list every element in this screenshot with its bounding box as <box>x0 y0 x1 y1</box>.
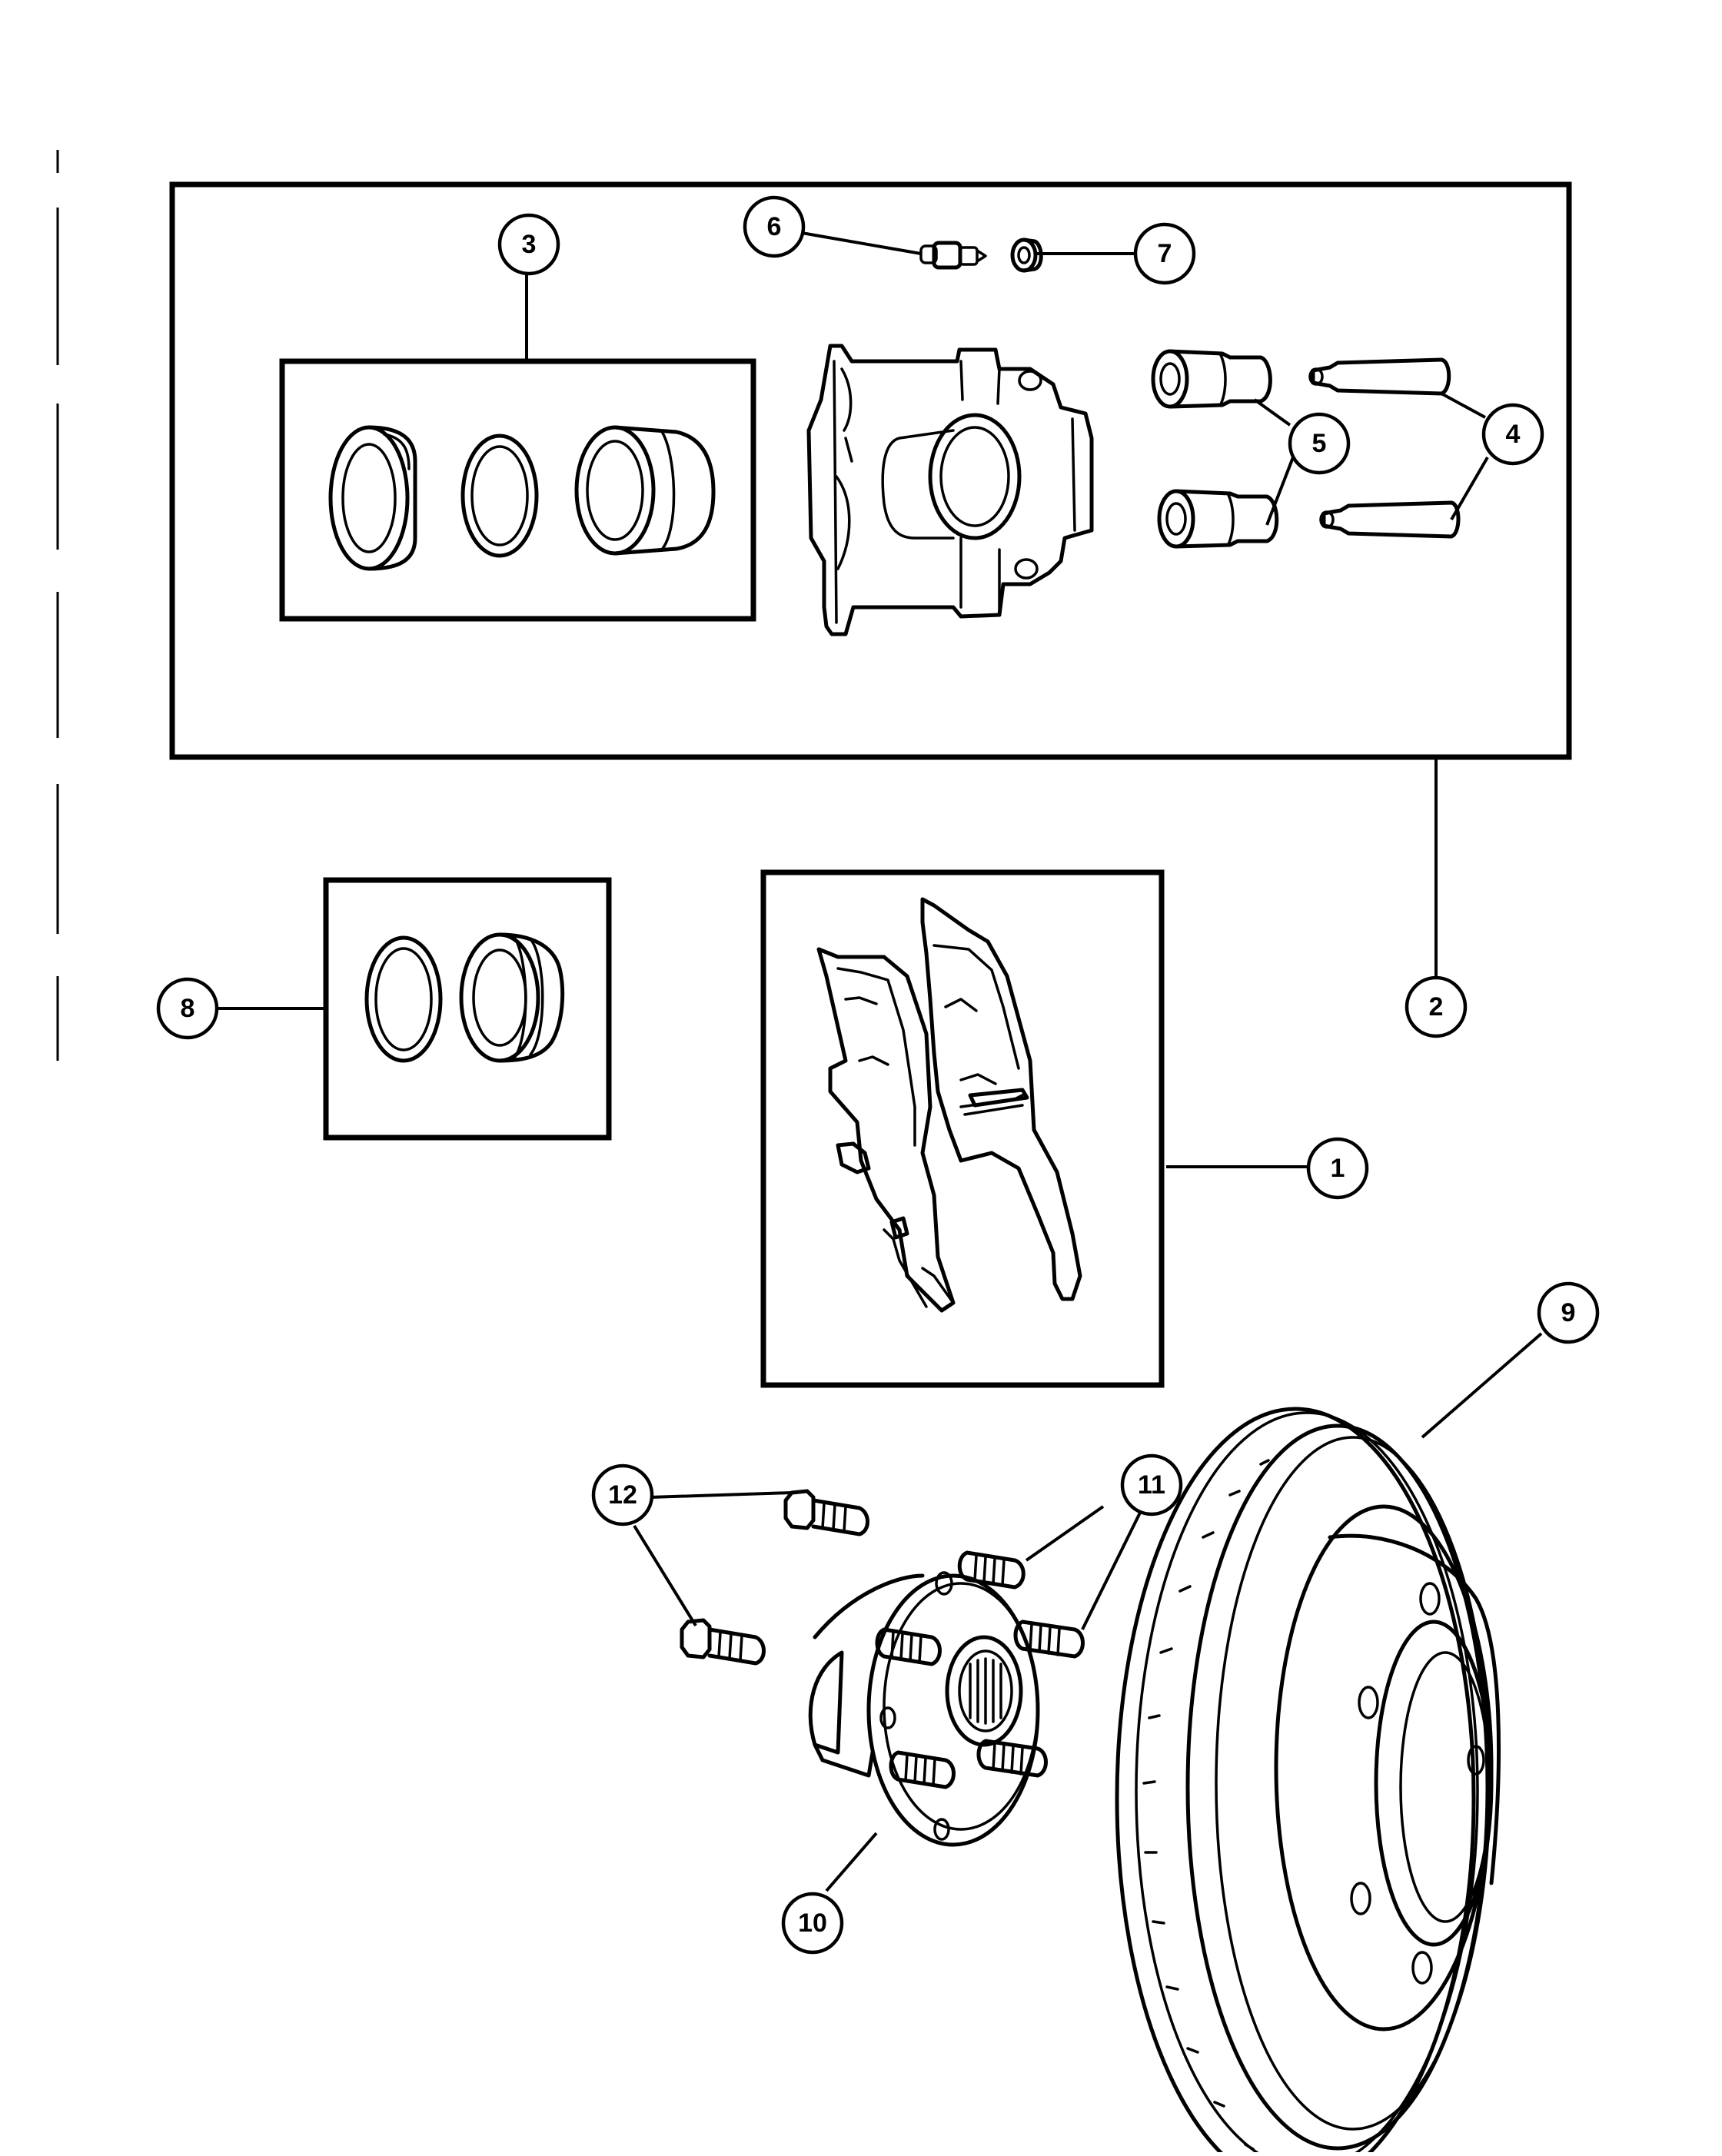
callout-10: 10 <box>781 1892 844 1955</box>
callout-9: 9 <box>1537 1281 1600 1344</box>
callout-4-label: 4 <box>1506 420 1521 449</box>
callout-1: 1 <box>1306 1137 1369 1200</box>
leader-lines <box>217 231 1543 1892</box>
callout-4: 4 <box>1481 403 1544 466</box>
brake-pads <box>816 897 1082 1313</box>
callout-1-label: 1 <box>1331 1154 1345 1183</box>
callout-6-label: 6 <box>767 212 782 241</box>
callout-11: 11 <box>1120 1453 1183 1517</box>
callout-10-label: 10 <box>798 1909 827 1938</box>
caliper-body <box>806 344 1094 636</box>
callout-2: 2 <box>1405 975 1468 1038</box>
callout-9-label: 9 <box>1561 1298 1576 1327</box>
callout-11-label: 11 <box>1138 1470 1165 1500</box>
wheel-hub <box>808 1571 1040 1847</box>
brake-pad-box <box>760 869 1165 1388</box>
callout-3: 3 <box>497 213 560 276</box>
piston-kit-box <box>279 358 756 622</box>
bushings <box>1151 349 1279 549</box>
bleeder-screw <box>919 241 987 270</box>
guide-pins <box>1308 357 1461 539</box>
callout-12-label: 12 <box>608 1480 637 1510</box>
callout-5: 5 <box>1288 412 1351 475</box>
callout-6: 6 <box>743 195 806 258</box>
callout-8-label: 8 <box>181 994 195 1023</box>
caliper-assembly-box <box>169 181 1572 760</box>
callout-12: 12 <box>591 1463 654 1526</box>
seal-kit-parts <box>364 932 565 1063</box>
callout-7: 7 <box>1133 222 1196 285</box>
piston-kit-parts <box>328 425 716 571</box>
callout-5-label: 5 <box>1312 429 1327 458</box>
callout-3-label: 3 <box>522 230 537 259</box>
callout-2-label: 2 <box>1429 992 1444 1022</box>
callout-8: 8 <box>156 977 219 1040</box>
callout-7-label: 7 <box>1158 239 1172 268</box>
brake-rotor <box>1115 1407 1501 2156</box>
wheel-studs <box>875 1550 1085 1789</box>
hub-bolts <box>680 1489 869 1666</box>
